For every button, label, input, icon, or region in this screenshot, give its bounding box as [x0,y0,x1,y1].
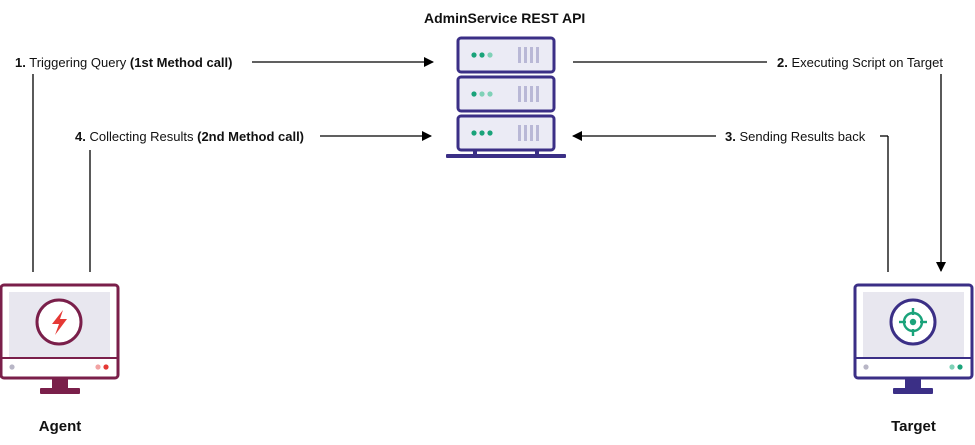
target-monitor [853,283,974,394]
step-2-number: 2. [777,55,788,70]
server-icon [446,36,566,158]
server-title: AdminService REST API [424,10,586,26]
step-4-connector [89,131,432,272]
step-4-number: 4. [75,129,86,144]
step-1-label: 1. Triggering Query (1st Method call) [15,55,232,71]
crosshair-target-icon [889,298,937,346]
step-1-text: Triggering Query [29,55,130,70]
step-4-label: 4. Collecting Results (2nd Method call) [75,129,304,145]
step-2-connector [573,61,946,272]
step-1-connector [32,57,434,272]
target-label: Target [891,418,936,435]
step-2-text: Executing Script on Target [791,55,943,70]
step-1-number: 1. [15,55,26,70]
agent-label: Agent [38,418,82,435]
step-2-label: 2. Executing Script on Target [777,55,943,71]
step-3-label: 3. Sending Results back [725,129,865,145]
step-4-text: Collecting Results [89,129,198,144]
lightning-bolt-icon [35,298,83,346]
step-1-bold-text: (1st Method call) [129,55,233,70]
step-3-connector [572,131,889,272]
agent-monitor [0,283,120,394]
step-4-bold-text: (2nd Method call) [197,129,305,144]
step-3-text: Sending Results back [739,129,866,144]
step-3-number: 3. [725,129,736,144]
